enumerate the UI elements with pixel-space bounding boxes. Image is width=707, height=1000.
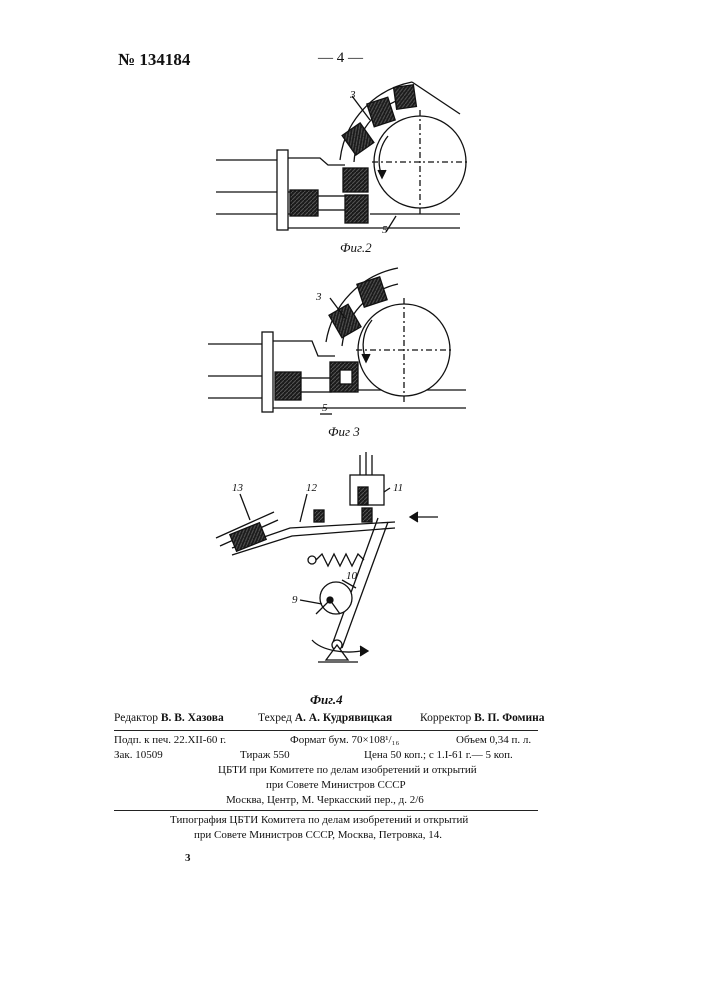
fig3-caption: Фиг 3 (328, 424, 360, 440)
corrector-name: В. П. Фомина (474, 712, 544, 724)
editor-credit: Редактор В. В. Хазова (114, 712, 224, 724)
footer-mark: 3 (185, 852, 191, 864)
fig4-label-10: 10 (346, 570, 357, 582)
signed-date: Подп. к печ. 22.XII-60 г. (114, 734, 226, 746)
editor-label: Редактор (114, 712, 158, 724)
figure-2-drawing (216, 82, 468, 232)
fig4-label-13: 13 (232, 482, 243, 494)
fig4-label-9: 9 (292, 594, 298, 606)
divider-top (114, 730, 538, 731)
fig2-label-3: 3 (350, 89, 356, 101)
figure-4-drawing (216, 452, 438, 662)
tech-label: Техред (258, 712, 292, 724)
tech-name: А. А. Кудрявицкая (295, 712, 393, 724)
fig2-label-5: 5 (382, 224, 388, 236)
typography-line-2: при Совете Министров СССР, Москва, Петро… (194, 829, 442, 841)
divider-bottom (114, 810, 538, 811)
fig2-caption: Фиг.2 (340, 240, 372, 256)
org-line-2: при Совете Министров СССР (266, 779, 406, 791)
tech-credit: Техред А. А. Кудрявицкая (258, 712, 392, 724)
org-address: Москва, Центр, М. Черкасский пер., д. 2/… (226, 794, 424, 806)
fig4-label-12: 12 (306, 482, 317, 494)
figure-3-drawing (208, 268, 466, 414)
org-line-1: ЦБТИ при Комитете по делам изобретений и… (218, 764, 477, 776)
editor-name: В. В. Хазова (161, 712, 224, 724)
fig3-label-3: 3 (316, 291, 322, 303)
price: Цена 50 коп.; с 1.I-61 г.— 5 коп. (364, 749, 513, 761)
fig4-label-11: 11 (393, 482, 403, 494)
corrector-credit: Корректор В. П. Фомина (420, 712, 545, 724)
print-run: Тираж 550 (240, 749, 290, 761)
typography-line-1: Типография ЦБТИ Комитета по делам изобре… (170, 814, 468, 826)
order-number: Зак. 10509 (114, 749, 163, 761)
paper-format: Формат бум. 70×108¹/₁₆ (290, 734, 399, 746)
volume: Объем 0,34 п. л. (456, 734, 531, 746)
fig3-label-5: 5 (322, 402, 328, 414)
fig4-caption: Фиг.4 (310, 692, 343, 708)
corrector-label: Корректор (420, 712, 471, 724)
